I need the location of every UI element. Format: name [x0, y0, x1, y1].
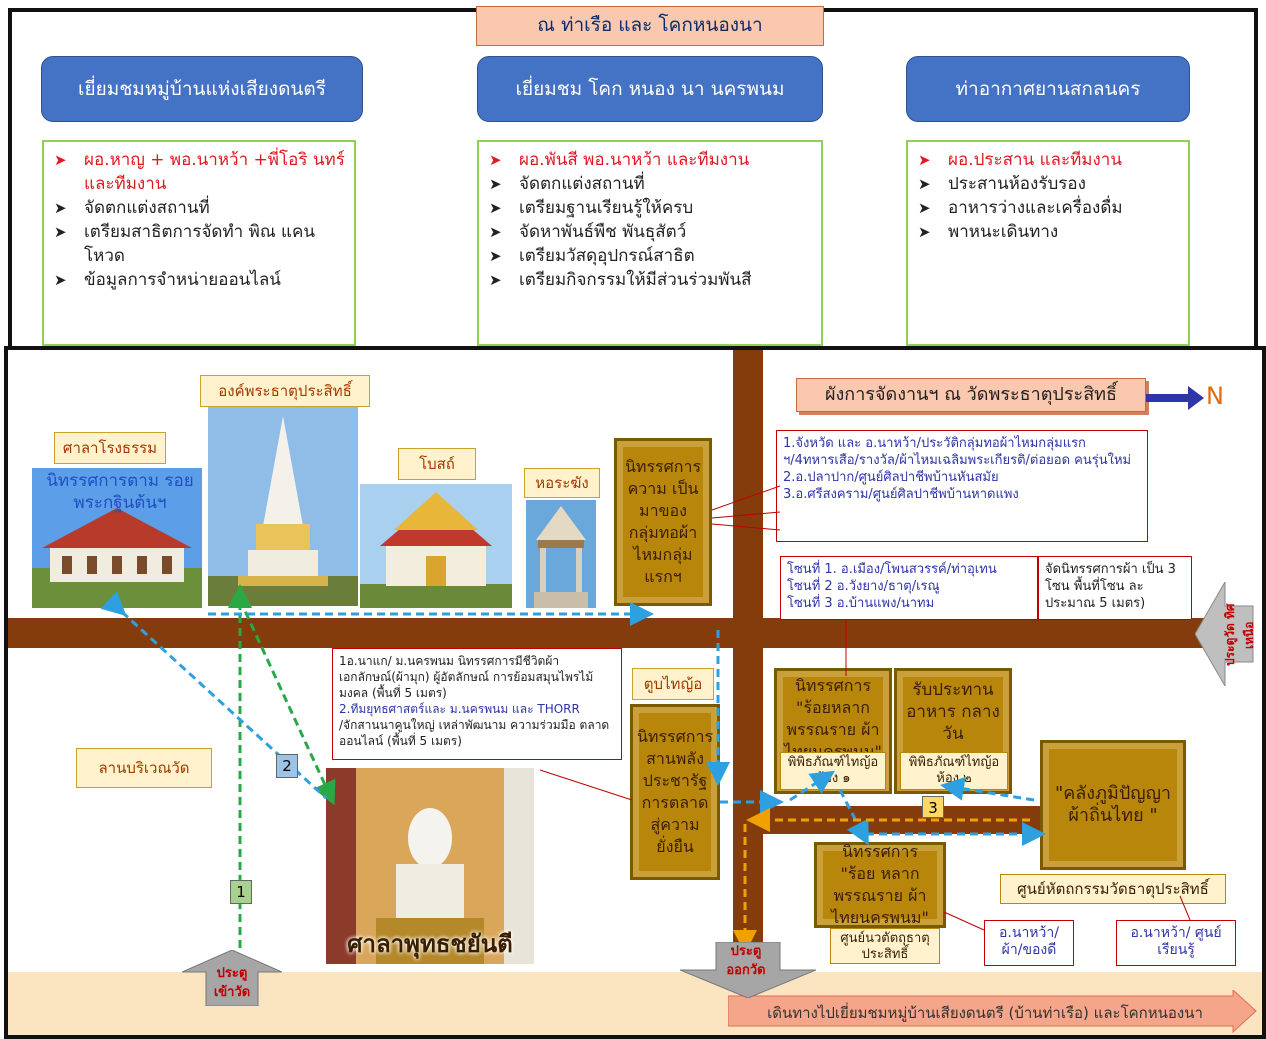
zone-notes: โซนที่ 1. อ.เมือง/โพนสวรรค์/ท่าอุเทน โซน…: [780, 556, 1038, 620]
north-gate-arrow: [1195, 582, 1254, 686]
history-notes: 1.จังหวัด และ อ.นาหว้า/ประวัติกลุ่มทอผ้า…: [776, 430, 1148, 542]
bot-photo: [360, 484, 512, 608]
route-step-2: 2: [276, 754, 298, 778]
task-item: เตรียมสาธิตการจัดทำ พิณ แคน โหวด: [50, 220, 346, 268]
left-note-3: /จักสานนาคูนใหญ่ เหล่าพัฒนาม ความร่วมมือ…: [339, 718, 610, 748]
left-note-2: 2.ทีมยุทธศาสตร์และ ม.นครพนม และ THORR: [339, 702, 580, 716]
task-item: อาหารว่างและเครื่องดื่ม: [914, 196, 1180, 220]
left-exhibit-notes: 1อ.นาแก/ ม.นครพนม นิทรรศการมีชีวิตผ้าเอก…: [332, 648, 622, 760]
bot-label: โบสถ์: [398, 448, 476, 480]
top-banner: ณ ท่าเรือ และ โคกหนองนา: [476, 6, 824, 46]
zone-description: จัดนิทรรศการผ้า เป็น 3 โซน พื้นที่โซน ละ…: [1038, 556, 1192, 620]
task-list-kok-nong-na: ผอ.พันสี พอ.นาหว้า และทีมงาน จัดตกแต่งสถ…: [477, 140, 823, 346]
exit-gate-arrow: [680, 942, 816, 998]
sala-photo: [32, 468, 202, 608]
horakhang-photo: [526, 500, 596, 608]
task-item: จัดตกแต่งสถานที่: [50, 196, 346, 220]
craft-center-label: ศูนย์หัตถกรรมวัดธาตุประสิทธิ์: [1000, 874, 1226, 904]
entrance-gate-arrow: [182, 950, 282, 1006]
north-label: N: [1206, 382, 1224, 410]
task-item: ประสานห้องรับรอง: [914, 172, 1180, 196]
travel-label: เดินทางไปเยี่ยมชมหมู่บ้านเสียงดนตรี (บ้า…: [767, 1004, 1203, 1022]
column-title-airport: ท่าอากาศยานสกลนคร: [906, 56, 1190, 122]
task-item: ผอ.ประสาน และทีมงาน: [914, 148, 1180, 172]
map-title: ผังการจัดงานฯ ณ วัดพระธาตุประสิทธิ์: [796, 378, 1146, 412]
lan-label: ลานบริเวณวัด: [76, 748, 212, 788]
history-note-1: 1.จังหวัด และ อ.นาหว้า/ประวัติกลุ่มทอผ้า…: [783, 436, 1132, 468]
route-step-1: 1: [230, 880, 252, 904]
zone-3: โซนที่ 3 อ.บ้านแพง/นาทม: [787, 596, 935, 611]
naawa-learning-note: อ.นาหว้า/ ศูนย์เรียนรู้: [1116, 920, 1236, 966]
travel-arrow: [728, 990, 1257, 1034]
entrance-gate-label: ประตู เข้าวัด: [213, 966, 251, 1000]
zone-1: โซนที่ 1. อ.เมือง/โพนสวรรค์/ท่าอุเทน: [787, 562, 997, 577]
task-item: ผอ.หาญ + พอ.นาหว้า +พี่โอริ นทร์ และทีมง…: [50, 148, 346, 196]
history-exhibit-box: นิทรรศการ ความ เป็นมาของ กลุ่มทอผ้า ไหมก…: [614, 438, 712, 606]
column-title-music-village: เยี่ยมชมหมู่บ้านแห่งเสียงดนตรี: [41, 56, 363, 122]
task-list-airport: ผอ.ประสาน และทีมงาน ประสานห้องรับรอง อาห…: [906, 140, 1190, 346]
task-item: เตรียมกิจกรรมให้มีส่วนร่วมพันสี: [485, 268, 813, 292]
history-note-2: 2.อ.ปลาปาก/ศูนย์ศิลปาชีพบ้านหันสมัย: [783, 470, 999, 485]
history-note-3: 3.อ.ศรีสงคราม/ศูนย์ศิลปาชีพบ้านหาดแพง: [783, 487, 1019, 502]
route-step-3: 3: [922, 796, 944, 818]
task-item: จัดหาพันธ์พืช พันธุสัตว์: [485, 220, 813, 244]
left-note-1: 1อ.นาแก/ ม.นครพนม นิทรรศการมีชีวิตผ้าเอก…: [339, 654, 594, 700]
sala-buddha-photo: [326, 768, 534, 964]
sala-label: ศาลาโรงธรรม: [54, 432, 166, 464]
power-exhibit-box: นิทรรศการ สานพลัง ประชารัฐ การตลาด สู่คว…: [630, 704, 720, 880]
zone-2: โซนที่ 2 อ.วังยาง/ธาตุ/เรณู: [787, 579, 940, 594]
tuphai-label: ตูบไทญ้อ: [632, 668, 714, 700]
sala-buddha-label: ศาลาพุทธชยันตี: [347, 930, 513, 958]
exit-gate-label: ประตู ออกวัด: [726, 944, 766, 978]
sala-exhibit-label: นิทรรศการตาม รอยพระกฐินต้นฯ: [46, 471, 194, 513]
naawa-goods-note: อ.นาหว้า/ ผ้า/ของดี: [984, 920, 1074, 966]
task-item: เตรียมฐานเรียนรู้ให้ครบ: [485, 196, 813, 220]
north-arrow: [1146, 386, 1204, 410]
task-item: ผอ.พันสี พอ.นาหว้า และทีมงาน: [485, 148, 813, 172]
task-item: จัดตกแต่งสถานที่: [485, 172, 813, 196]
task-item: ข้อมูลการจำหน่ายออนไลน์: [50, 268, 346, 292]
innovation-center-label: ศูนย์นวตัตถุธาตุ ประสิทธิ์: [830, 928, 940, 964]
phrathat-label: องค์พระธาตุประสิทธิ์: [200, 375, 370, 407]
main-road-horizontal: [8, 618, 1208, 648]
task-item: พาหนะเดินทาง: [914, 220, 1180, 244]
colorful-exhibit-box-2: นิทรรศการ "ร้อย หลาก พรรณราย ผ้าไทยนครพน…: [814, 842, 946, 928]
task-item: เตรียมวัสดุอุปกรณ์สาธิต: [485, 244, 813, 268]
column-title-kok-nong-na: เยี่ยมชม โคก หนอง นา นครพนม: [477, 56, 823, 122]
wisdom-box: "คลังภูมิปัญญา ผ้าถิ่นไทย ": [1040, 740, 1186, 870]
main-road-vertical: [733, 350, 763, 942]
horakhang-label: หอระฆัง: [524, 468, 600, 498]
task-list-music-village: ผอ.หาญ + พอ.นาหว้า +พี่โอริ นทร์ และทีมง…: [42, 140, 356, 346]
